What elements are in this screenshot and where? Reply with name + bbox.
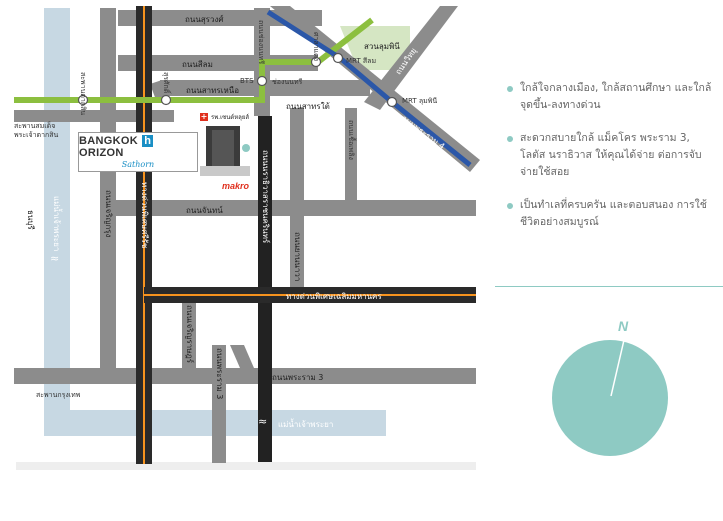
feature-text: ใกล้ใจกลางเมือง, ใกล้สถานศึกษา และใกล้จุ… — [520, 82, 712, 111]
road-chuea-phloeng — [345, 108, 357, 208]
road-rama3-vertical — [212, 345, 226, 463]
location-map: ถนนสุรวงศ์ ถนนสีลม ถนนสาทรเหนือ ถนนสาทรใ… — [14, 6, 480, 470]
stations — [77, 52, 398, 108]
label-sathorn-nuea: ถนนสาทรเหนือ — [186, 86, 240, 95]
logo-wordmark: BANGKOK hORIZON — [79, 135, 197, 159]
logo-subtitle: Sathorn — [121, 160, 155, 169]
lumphini-park — [340, 26, 410, 70]
label-rama3: ถนนพระราม 3 — [272, 373, 324, 382]
road-junction — [150, 80, 168, 100]
label-bts-chong-nonsi: ช่องนนทรี — [272, 78, 303, 86]
label-bridge-taksin: สะพานสมเด็จพระเจ้าตากสิน — [14, 122, 59, 139]
label-chong-nonsi-road: ถนนช่องนนทรี — [257, 20, 265, 65]
map-shadow — [16, 462, 476, 470]
label-sathorn-tai: ถนนสาทรใต้ — [286, 102, 330, 111]
feature-list: ใกล้ใจกลางเมือง, ใกล้สถานศึกษา และใกล้จุ… — [504, 80, 714, 247]
bts-sala-daeng-station — [310, 56, 322, 68]
label-rama3-vertical: ถนนพระราม 3 — [215, 348, 224, 400]
label-express-chaloem: ทางด่วนพิเศษเฉลิมมหานคร — [286, 292, 382, 301]
section-divider — [495, 286, 723, 287]
road-bridge-approach — [14, 110, 174, 122]
compass-icon — [552, 340, 668, 456]
project-location-marker — [242, 144, 250, 152]
label-lumphini-park: สวนลุมพินี — [364, 42, 400, 51]
logo-h-icon: h — [142, 135, 154, 147]
bts-saphan-taksin-station — [77, 94, 89, 106]
label-bts-surasak: สุรศักดิ์ — [162, 72, 170, 94]
feature-text: เป็นทำเลที่ครบครัน และตอบสนอง การใช้ชีวิ… — [520, 199, 707, 228]
bts-surasak-station — [160, 94, 172, 106]
compass-north-label: N — [618, 318, 629, 334]
road-ramp — [230, 345, 254, 368]
logo-part-bangkok: BANGKOK — [79, 135, 138, 147]
label-narathiwat: ถนนนราธิวาสราชนครินทร์ — [261, 150, 270, 244]
label-thonburi: ธนบุรี — [26, 210, 35, 230]
label-river-vertical: แม่น้ำเจ้าพระยา — [52, 196, 61, 252]
river-vertical — [44, 8, 70, 436]
label-bts-sala-daeng: ศาลาแดง — [312, 32, 320, 62]
mrt-line — [266, 9, 472, 167]
label-chuea-phloeng: ถนนเชื้อเพลิง — [347, 120, 355, 160]
logo-part-orizon: ORIZON — [79, 147, 124, 159]
label-bts-chong-nonsi-tag: BTS — [240, 77, 254, 85]
mrt-silom-station — [332, 52, 344, 64]
label-mrt-lumphini: MRT ลุมพินี — [402, 97, 438, 105]
makro-logo: makro — [222, 181, 250, 191]
bullet-icon — [507, 136, 513, 142]
road-yan-nawa — [290, 108, 304, 288]
label-charoen-rat: ถนนเจริญราษฎร์ — [185, 305, 194, 364]
hospital-cross-icon: + — [200, 112, 208, 121]
building-illustration — [200, 126, 250, 176]
label-chan: ถนนจันทน์ — [186, 206, 223, 215]
map-canvas — [14, 6, 480, 470]
label-surawong: ถนนสุรวงศ์ — [185, 15, 224, 24]
project-logo: BANGKOK hORIZON Sathorn — [78, 132, 198, 172]
label-hospital: รพ.เซนต์หลุยส์ — [211, 114, 250, 121]
label-bridge-krungthep: สะพานกรุงเทพ — [36, 391, 81, 399]
label-silom: ถนนสีลม — [182, 60, 213, 69]
label-mrt-silom: MRT สีลม — [346, 57, 377, 65]
label-river-horizontal: แม่น้ำเจ้าพระยา — [278, 420, 334, 429]
mrt-lumphini-station — [386, 96, 398, 108]
bts-chong-nonsi-station — [256, 75, 268, 87]
road-charoen-rat — [182, 300, 196, 370]
label-yan-nawa: ถนนยานนาวา — [293, 232, 302, 282]
feature-item: ใกล้ใจกลางเมือง, ใกล้สถานศึกษา และใกล้จุ… — [504, 80, 714, 114]
wave-icon: ≈ — [50, 252, 60, 265]
wave-icon: ≈ — [258, 415, 268, 428]
hospital-marker: + รพ.เซนต์หลุยส์ — [200, 112, 249, 122]
feature-text: สะดวกสบายใกล้ แม็คโคร พระราม 3, โลตัส นร… — [520, 132, 702, 178]
label-bts-saphan-taksin: สะพานตากสิน — [79, 72, 87, 116]
road-rama3 — [14, 368, 476, 384]
label-charoen-krung: ถนนเจริญกรุง — [104, 190, 113, 238]
road-wittayu — [364, 6, 458, 110]
label-express-sirat: ทางด่วนพิเศษศรีรัช — [140, 182, 149, 249]
feature-item: สะดวกสบายใกล้ แม็คโคร พระราม 3, โลตัส นร… — [504, 130, 714, 181]
bullet-icon — [507, 86, 513, 92]
feature-item: เป็นทำเลที่ครบครัน และตอบสนอง การใช้ชีวิ… — [504, 197, 714, 231]
bullet-icon — [507, 203, 513, 209]
